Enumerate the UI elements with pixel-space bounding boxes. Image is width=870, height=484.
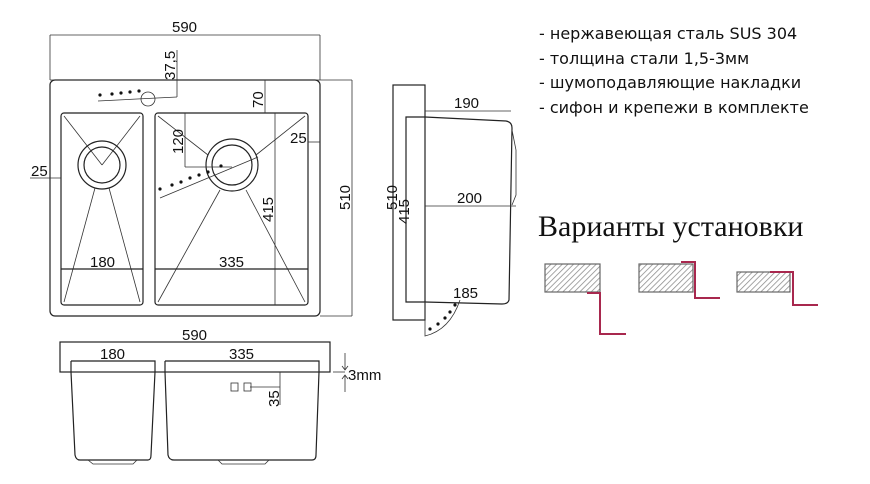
dim-front-left-bowl: 180	[100, 346, 125, 363]
feature-item: - сифон и крепежи в комплекте	[539, 97, 809, 117]
feature-list: - нержавеющая сталь SUS 304 - толщина ст…	[539, 22, 809, 120]
dim-thickness: 3mm	[348, 367, 381, 384]
dim-side-depth: 510	[384, 185, 401, 210]
faucet-hole	[140, 91, 156, 107]
left-drain	[77, 140, 127, 190]
feature-item: - толщина стали 1,5-3мм	[539, 48, 750, 68]
rotation-dots	[98, 89, 223, 191]
dim-overflow: 35	[266, 390, 283, 407]
dim-top-depth: 190	[454, 95, 479, 112]
dim-drain-offset: 120	[170, 129, 187, 154]
dim-depth: 510	[337, 185, 354, 210]
install-variants-title: Варианты установки	[538, 210, 804, 243]
dim-edge-left: 25	[31, 163, 48, 180]
feature-item: - шумоподавляющие накладки	[539, 73, 802, 92]
dim-faucet-offset: 37,5	[162, 51, 179, 80]
dim-front-width: 590	[182, 327, 207, 344]
install-variant-flush	[638, 261, 720, 299]
right-drain	[205, 138, 259, 192]
front-view: 590 180 335 3mm 35	[59, 327, 381, 465]
top-view: 590 37,5 70 120 25 25 510 415 180 335	[30, 19, 354, 317]
right-bowl	[154, 112, 309, 306]
install-variant-undermount	[544, 263, 626, 335]
dim-left-bowl: 180	[90, 254, 115, 271]
dim-right-bowl: 335	[219, 254, 244, 271]
dim-side-bowl: 415	[396, 199, 413, 224]
left-bowl	[60, 112, 144, 306]
install-variant-overmount	[736, 271, 818, 306]
dim-front-right-bowl: 335	[229, 346, 254, 363]
dim-edge-right: 25	[290, 130, 307, 147]
side-view: 190 200 185 510 415	[384, 84, 517, 337]
dim-bowl-offset: 70	[250, 91, 267, 108]
feature-item: - нержавеющая сталь SUS 304	[539, 24, 798, 43]
dim-bottom-depth: 185	[453, 285, 478, 302]
dim-mid-depth: 200	[457, 190, 482, 207]
dim-bowl-depth: 415	[260, 197, 277, 222]
dim-width: 590	[172, 19, 197, 36]
